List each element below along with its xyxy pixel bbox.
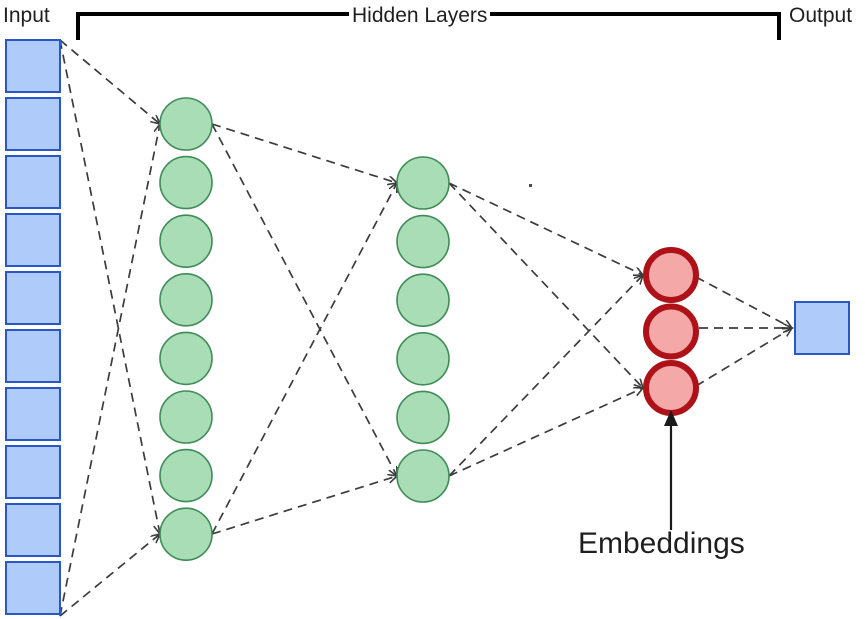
input-layer-node-4 — [5, 271, 61, 325]
edge-hidden1-7-to-hidden2-0 — [211, 183, 397, 535]
hidden-layer-2-node-1 — [396, 214, 450, 269]
hidden-layer-1-node-6 — [159, 448, 213, 503]
embedding-layer-node-1 — [643, 303, 699, 360]
hidden-layer-1-node-0 — [159, 97, 213, 151]
hidden-layer-2 — [396, 156, 450, 503]
edge-input-0-top-to-hidden1-7 — [59, 39, 160, 534]
output-layer-node-0 — [794, 301, 850, 355]
edge-hidden2-5-to-embedding-0 — [448, 275, 643, 477]
edge-hidden2-5-to-embedding-2 — [448, 388, 643, 477]
hidden-layer-1-node-7 — [159, 507, 213, 562]
input-layer-node-3 — [5, 213, 61, 267]
input-layer-node-5 — [5, 329, 61, 383]
input-layer-node-7 — [5, 445, 61, 499]
embeddings-label: Embeddings — [578, 527, 745, 560]
edge-hidden1-0-to-hidden2-5 — [211, 123, 397, 476]
hidden-layer-2-node-2 — [396, 273, 450, 328]
hidden-layer-2-node-5 — [396, 449, 450, 503]
edge-embedding-0-to-output-0 — [695, 276, 792, 328]
output-layer-label: Output — [789, 4, 853, 27]
hidden-layer-1-node-4 — [159, 331, 213, 386]
hidden-layer-1-node-2 — [159, 214, 213, 268]
hidden-layer-1-node-5 — [159, 390, 213, 444]
input-layer-node-6 — [5, 387, 61, 441]
edge-hidden1-7-to-hidden2-5 — [211, 476, 397, 535]
hidden-layers-label: Hidden Layers — [349, 3, 491, 29]
hidden-layer-2-node-4 — [396, 390, 450, 445]
edge-hidden1-0-to-hidden2-0 — [211, 123, 397, 183]
input-layer-node-0 — [5, 39, 61, 93]
input-layer-node-2 — [5, 155, 61, 209]
hidden-layer-1-node-3 — [159, 272, 213, 327]
input-layer — [5, 39, 61, 615]
input-layer-label: Input — [3, 4, 50, 27]
hidden-layer-1 — [159, 97, 213, 562]
edge-input-0-top-to-hidden1-0 — [59, 39, 160, 124]
embedding-layer — [643, 247, 699, 416]
input-layer-node-8 — [5, 503, 61, 557]
connection-edges — [59, 39, 792, 617]
hidden-layer-1-node-1 — [159, 155, 213, 210]
embedding-layer-node-0 — [643, 247, 699, 303]
edge-input-9-bottom-to-hidden1-0 — [59, 124, 160, 617]
input-layer-node-9 — [5, 561, 61, 615]
stray-dot-artifact — [529, 184, 532, 187]
edge-hidden2-0-to-embedding-0 — [448, 182, 643, 275]
hidden-layer-2-node-0 — [396, 156, 450, 210]
hidden-layer-2-node-3 — [396, 331, 450, 386]
edge-hidden2-0-to-embedding-2 — [448, 182, 643, 388]
edge-embedding-2-to-output-0 — [695, 328, 792, 387]
embedding-layer-node-2 — [643, 360, 699, 416]
edge-input-9-bottom-to-hidden1-7 — [59, 534, 160, 617]
output-layer — [794, 301, 850, 355]
input-layer-node-1 — [5, 97, 61, 151]
